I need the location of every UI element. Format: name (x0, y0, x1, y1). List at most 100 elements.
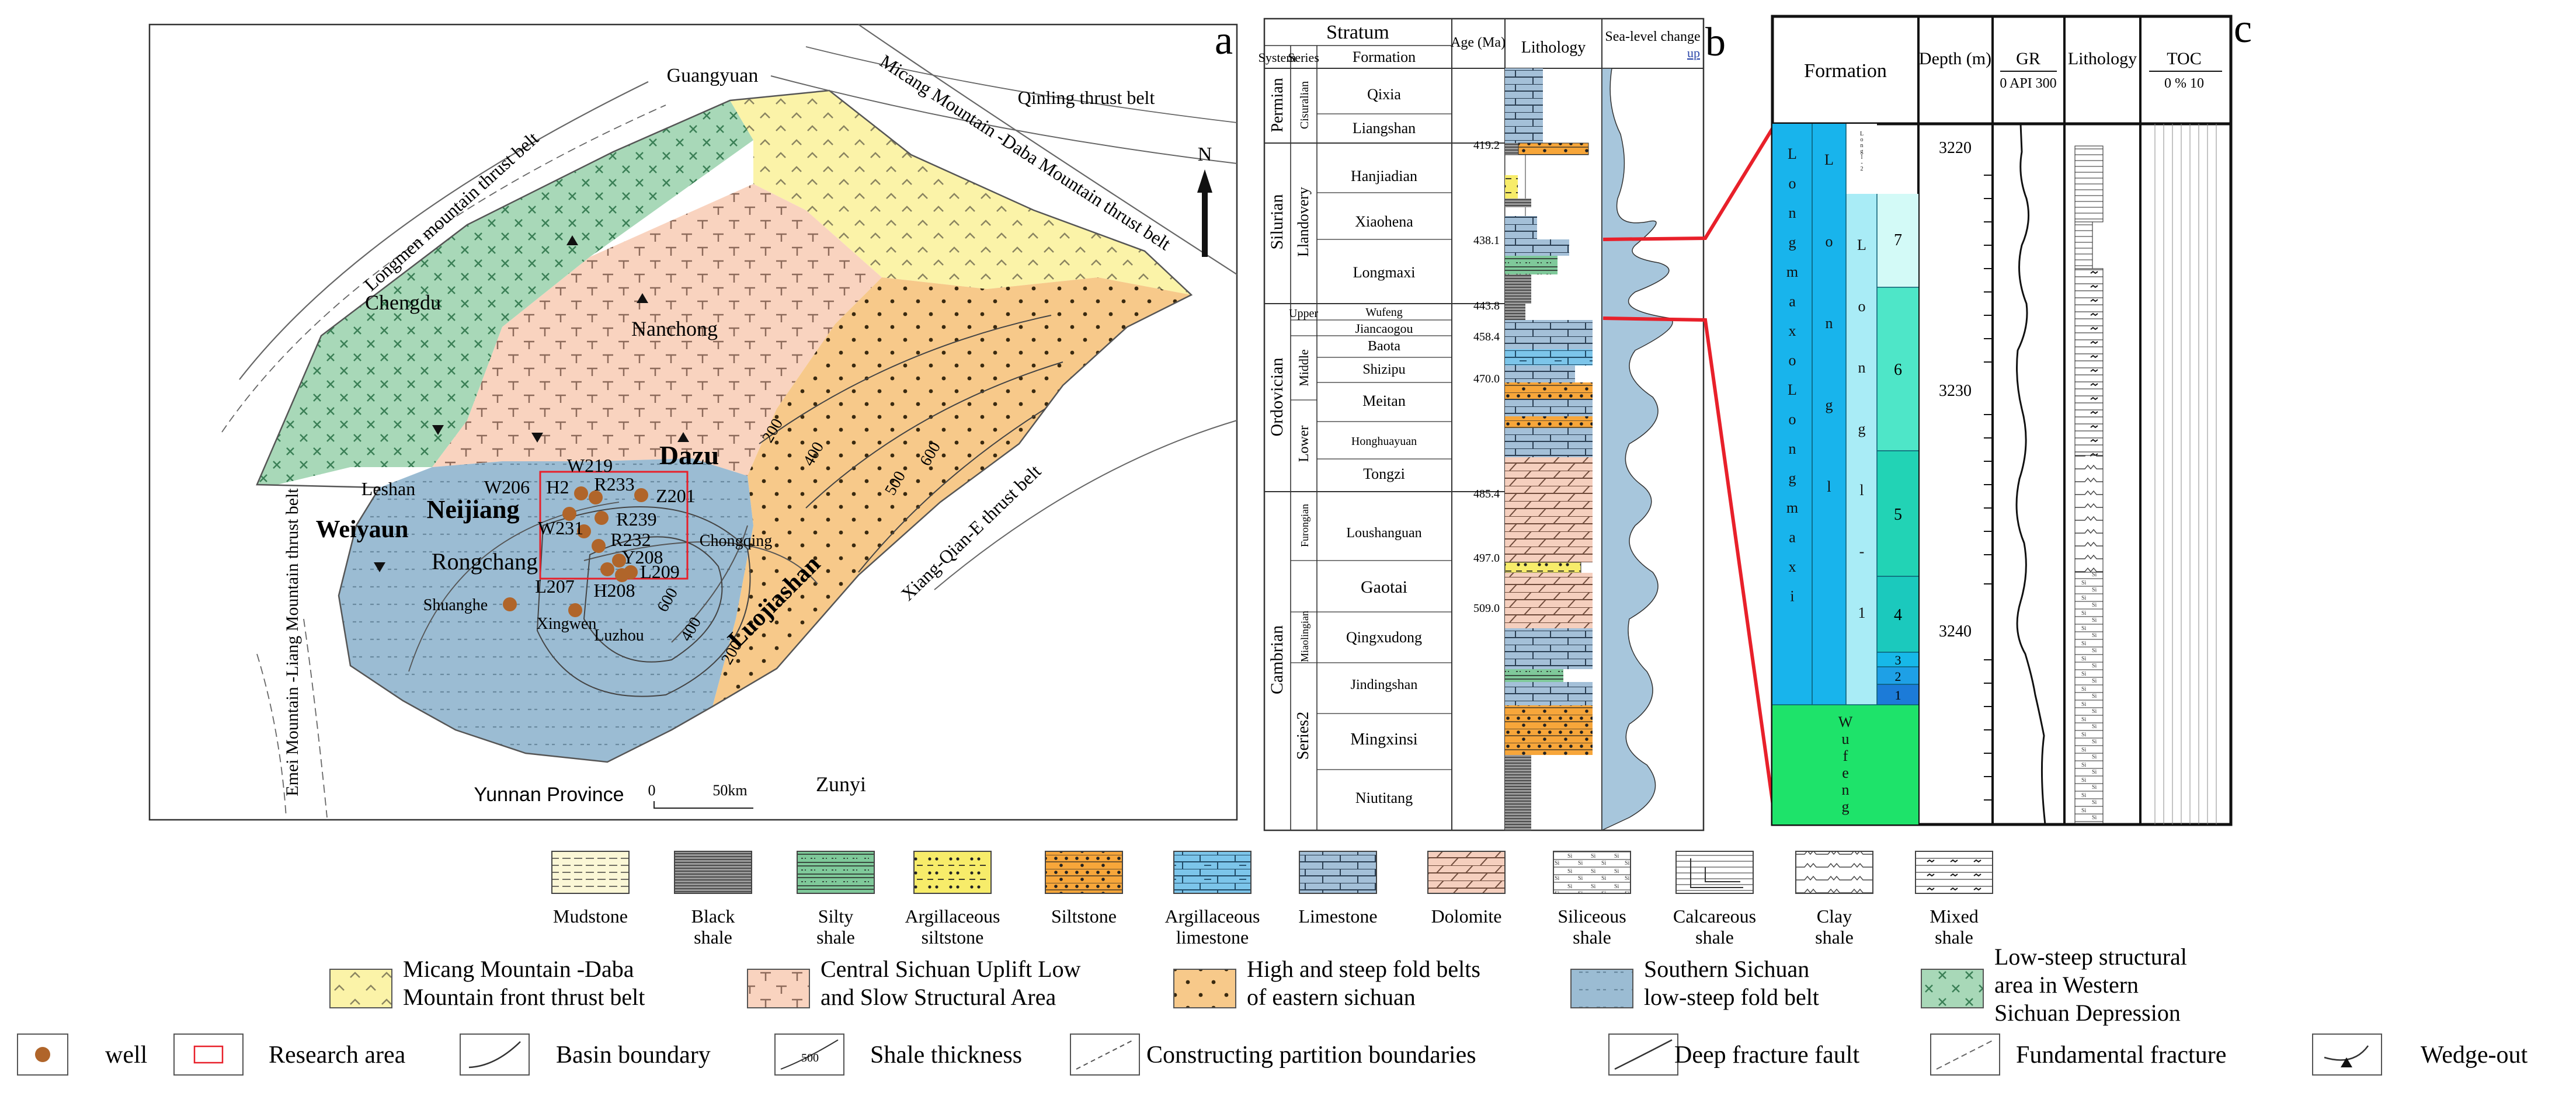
legend-label: Silty (818, 906, 853, 927)
svg-text:Stratum: Stratum (1326, 22, 1389, 43)
legend-label: shale (1573, 927, 1611, 948)
legend-label: Black (691, 906, 735, 927)
gr-curve (2015, 123, 2046, 825)
svg-text:0: 0 (648, 782, 656, 799)
region-label: Qinling thrust belt (1018, 87, 1155, 108)
svg-text:Ordovician: Ordovician (1267, 358, 1287, 437)
svg-text:50km: 50km (712, 782, 747, 799)
well-marker (568, 603, 582, 617)
city-label: Leshan (361, 478, 415, 499)
legend-label: Clay (1817, 906, 1852, 927)
svg-text:Shizipu: Shizipu (1362, 362, 1405, 377)
legend-label: shale (1815, 927, 1854, 948)
svg-text:Age (Ma): Age (Ma) (1451, 35, 1506, 50)
svg-text:0 API 300: 0 API 300 (2000, 76, 2056, 91)
svg-text:3240: 3240 (1939, 622, 1972, 641)
legend-label: Argillaceous (1165, 906, 1260, 927)
lithology-column (1504, 68, 1593, 830)
svg-text:Upper: Upper (1289, 307, 1318, 320)
research-area (539, 471, 689, 580)
symbol-label: Research area (269, 1042, 406, 1069)
svg-text:500: 500 (801, 1052, 819, 1064)
svg-text:3230: 3230 (1939, 382, 1972, 400)
city-label: Chengdu (365, 291, 441, 314)
well-label: L207 (535, 576, 575, 597)
city-label: Zunyi (816, 772, 866, 796)
scale-bar: 0 50km (648, 782, 753, 809)
svg-text:7: 7 (1894, 231, 1902, 249)
area-swatch (1921, 969, 1984, 1008)
symbol-label: Constructing partition boundaries (1146, 1042, 1476, 1069)
well-marker (589, 490, 603, 504)
well-marker (595, 511, 609, 525)
legend-label: Dolomite (1431, 906, 1502, 927)
area-swatch (1570, 969, 1633, 1008)
svg-text:Jindingshan: Jindingshan (1351, 677, 1418, 693)
city-label: Dazu (659, 440, 719, 470)
legend-swatch (1427, 851, 1506, 894)
svg-text:6: 6 (1894, 361, 1902, 379)
svg-text:Lithology: Lithology (1521, 39, 1586, 57)
region-yellow (730, 91, 1191, 295)
area-swatch (1173, 969, 1236, 1008)
wells (503, 486, 648, 617)
panel-label-b: b (1705, 20, 1726, 65)
svg-text:3220: 3220 (1939, 139, 1972, 157)
symbol-label: Wedge-out (2421, 1042, 2528, 1069)
city-label: Neijiang (427, 495, 520, 524)
panel-label-a: a (1215, 18, 1233, 63)
legend-label: shale (816, 927, 855, 948)
svg-text:443.8: 443.8 (1473, 300, 1500, 312)
core-log: Formation Depth (m) GR 0 API 300 Litholo… (1771, 6, 2252, 826)
svg-text:Permian: Permian (1268, 78, 1287, 132)
svg-text:Tongzi: Tongzi (1363, 465, 1405, 482)
legend-label: Limestone (1298, 906, 1377, 927)
symbol-label: well (105, 1042, 147, 1069)
city-label: Xingwen (537, 615, 597, 633)
svg-text:Liangshan: Liangshan (1353, 120, 1416, 137)
legend-swatch (1553, 851, 1631, 894)
well-marker (574, 486, 588, 500)
well-label: H2 (546, 476, 569, 497)
well-label: W231 (538, 517, 583, 538)
svg-text:458.4: 458.4 (1473, 330, 1500, 343)
legend-item-dolomite: Dolomite (1427, 851, 1506, 927)
svg-text:497.0: 497.0 (1473, 552, 1500, 565)
region-peach (432, 184, 882, 476)
svg-text:Hanjiadian: Hanjiadian (1351, 168, 1417, 185)
symbol-label: Shale thickness (870, 1042, 1022, 1069)
symbol-legend-item: 500 Shale thickness (774, 1034, 1022, 1076)
legend-label: shale (694, 927, 732, 948)
svg-text:Silurian: Silurian (1267, 194, 1287, 250)
legend-swatch (797, 851, 875, 894)
well-marker (562, 507, 576, 521)
area-label: low-steep fold belt (1644, 984, 1819, 1010)
legend-label: Mudstone (553, 906, 628, 927)
legend-label: Argillaceous (905, 906, 1000, 927)
area-label: and Slow Structural Area (821, 984, 1056, 1010)
svg-text:0 % 10: 0 % 10 (2164, 76, 2204, 91)
svg-text:Niutitang: Niutitang (1355, 789, 1413, 806)
legend-label: shale (1935, 927, 1973, 948)
svg-text:Cisuralian: Cisuralian (1298, 81, 1311, 129)
svg-text:TOC: TOC (2167, 49, 2201, 68)
region-label: Yunnan Province (474, 784, 624, 806)
svg-text:Gaotai: Gaotai (1361, 577, 1407, 597)
legend-label: shale (1695, 927, 1734, 948)
svg-text:3: 3 (1895, 653, 1901, 667)
svg-text:Sea-level change: Sea-level change (1605, 29, 1700, 44)
svg-text:Meitan: Meitan (1362, 392, 1406, 409)
area-label: of eastern sichuan (1247, 984, 1416, 1010)
